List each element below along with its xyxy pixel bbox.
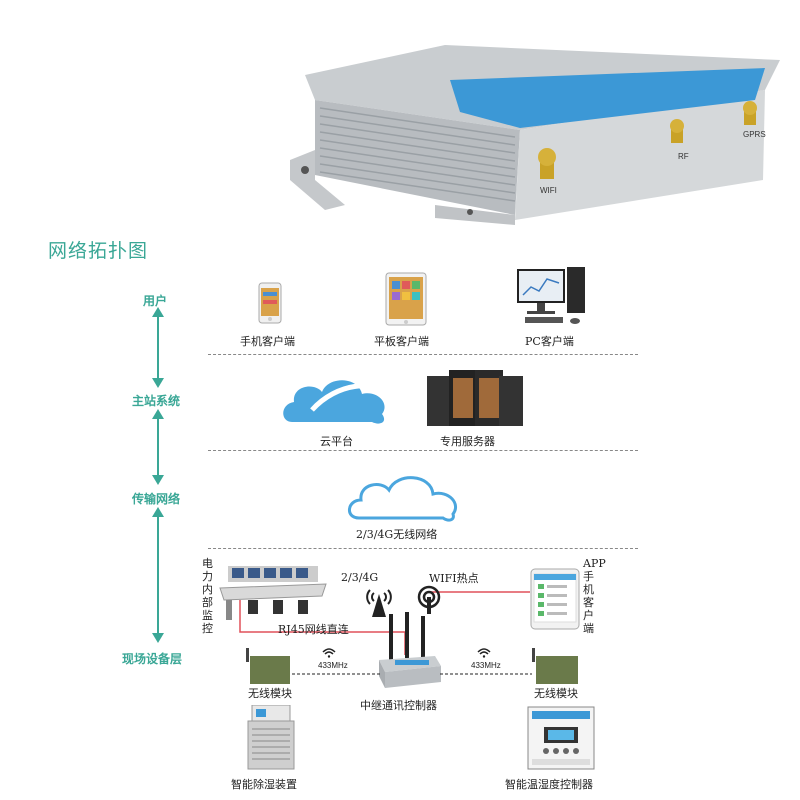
pc-client-label: PC客户端 (525, 335, 574, 348)
rj45-link-label: RJ45网线直连 (278, 623, 349, 636)
cellular-tower-icon (366, 589, 392, 617)
divider-master-network (208, 450, 638, 451)
wifi-hotspot-label: WIFI热点 (429, 572, 479, 585)
divider-network-field (208, 548, 638, 549)
left-signal-icon (322, 648, 336, 658)
layer-label-network: 传输网络 (132, 492, 181, 506)
power-monitor-label: 电力内部监控 (202, 557, 213, 635)
wifi-antenna-connector (538, 148, 556, 179)
phone-client-label: 手机客户端 (240, 335, 295, 348)
wifi-antenna-label: WIFI (540, 186, 557, 195)
server-label: 专用服务器 (440, 435, 495, 448)
right-signal-icon (477, 648, 491, 658)
left-frequency-label: 433MHz (318, 661, 348, 670)
right-frequency-label: 433MHz (471, 661, 501, 670)
repeater-controller-icon (379, 612, 441, 688)
server-rack-icon (427, 370, 523, 426)
cloud-platform-label: 云平台 (320, 435, 353, 448)
temp-humidity-controller-label: 智能温湿度控制器 (505, 778, 593, 791)
wireless-network-label: 2/3/4G无线网络 (356, 528, 438, 541)
left-module-label: 无线模块 (248, 687, 292, 700)
layer-label-field: 现场设备层 (122, 652, 183, 666)
app-client-label: APP手机客户端 (583, 557, 606, 635)
tablet-client-label: 平板客户端 (374, 335, 429, 348)
left-module-link (292, 673, 382, 675)
repeater-label: 中继通讯控制器 (360, 699, 437, 712)
phone-icon (258, 282, 282, 324)
gprs-antenna-connector (743, 101, 757, 125)
app-phone-icon (530, 568, 580, 630)
layer-label-master: 主站系统 (132, 394, 181, 408)
left-wireless-module-icon (246, 648, 290, 684)
pc-icon (517, 267, 585, 324)
tablet-icon (385, 272, 427, 326)
repeater-device-photo (290, 45, 780, 225)
right-module-link (440, 673, 532, 675)
rf-antenna-connector (670, 119, 684, 143)
divider-users-master (208, 354, 638, 355)
layer-arrows (152, 307, 164, 643)
section-title: 网络拓扑图 (48, 240, 149, 262)
cellular-label: 2/3/4G (341, 571, 379, 584)
rf-antenna-label: RF (678, 152, 689, 161)
gprs-antenna-label: GPRS (743, 130, 766, 139)
dehumidifier-icon (247, 705, 295, 770)
temp-humidity-controller-icon (527, 706, 595, 770)
cloud-platform-icon (283, 380, 385, 424)
dehumidifier-label: 智能除湿装置 (231, 778, 297, 791)
right-wireless-module-icon (532, 648, 578, 684)
right-module-label: 无线模块 (534, 687, 578, 700)
layer-label-users: 用户 (143, 294, 168, 308)
monitor-console-icon (219, 566, 327, 620)
wifi-hotspot-icon (417, 585, 441, 614)
wireless-network-cloud-icon (348, 476, 457, 522)
